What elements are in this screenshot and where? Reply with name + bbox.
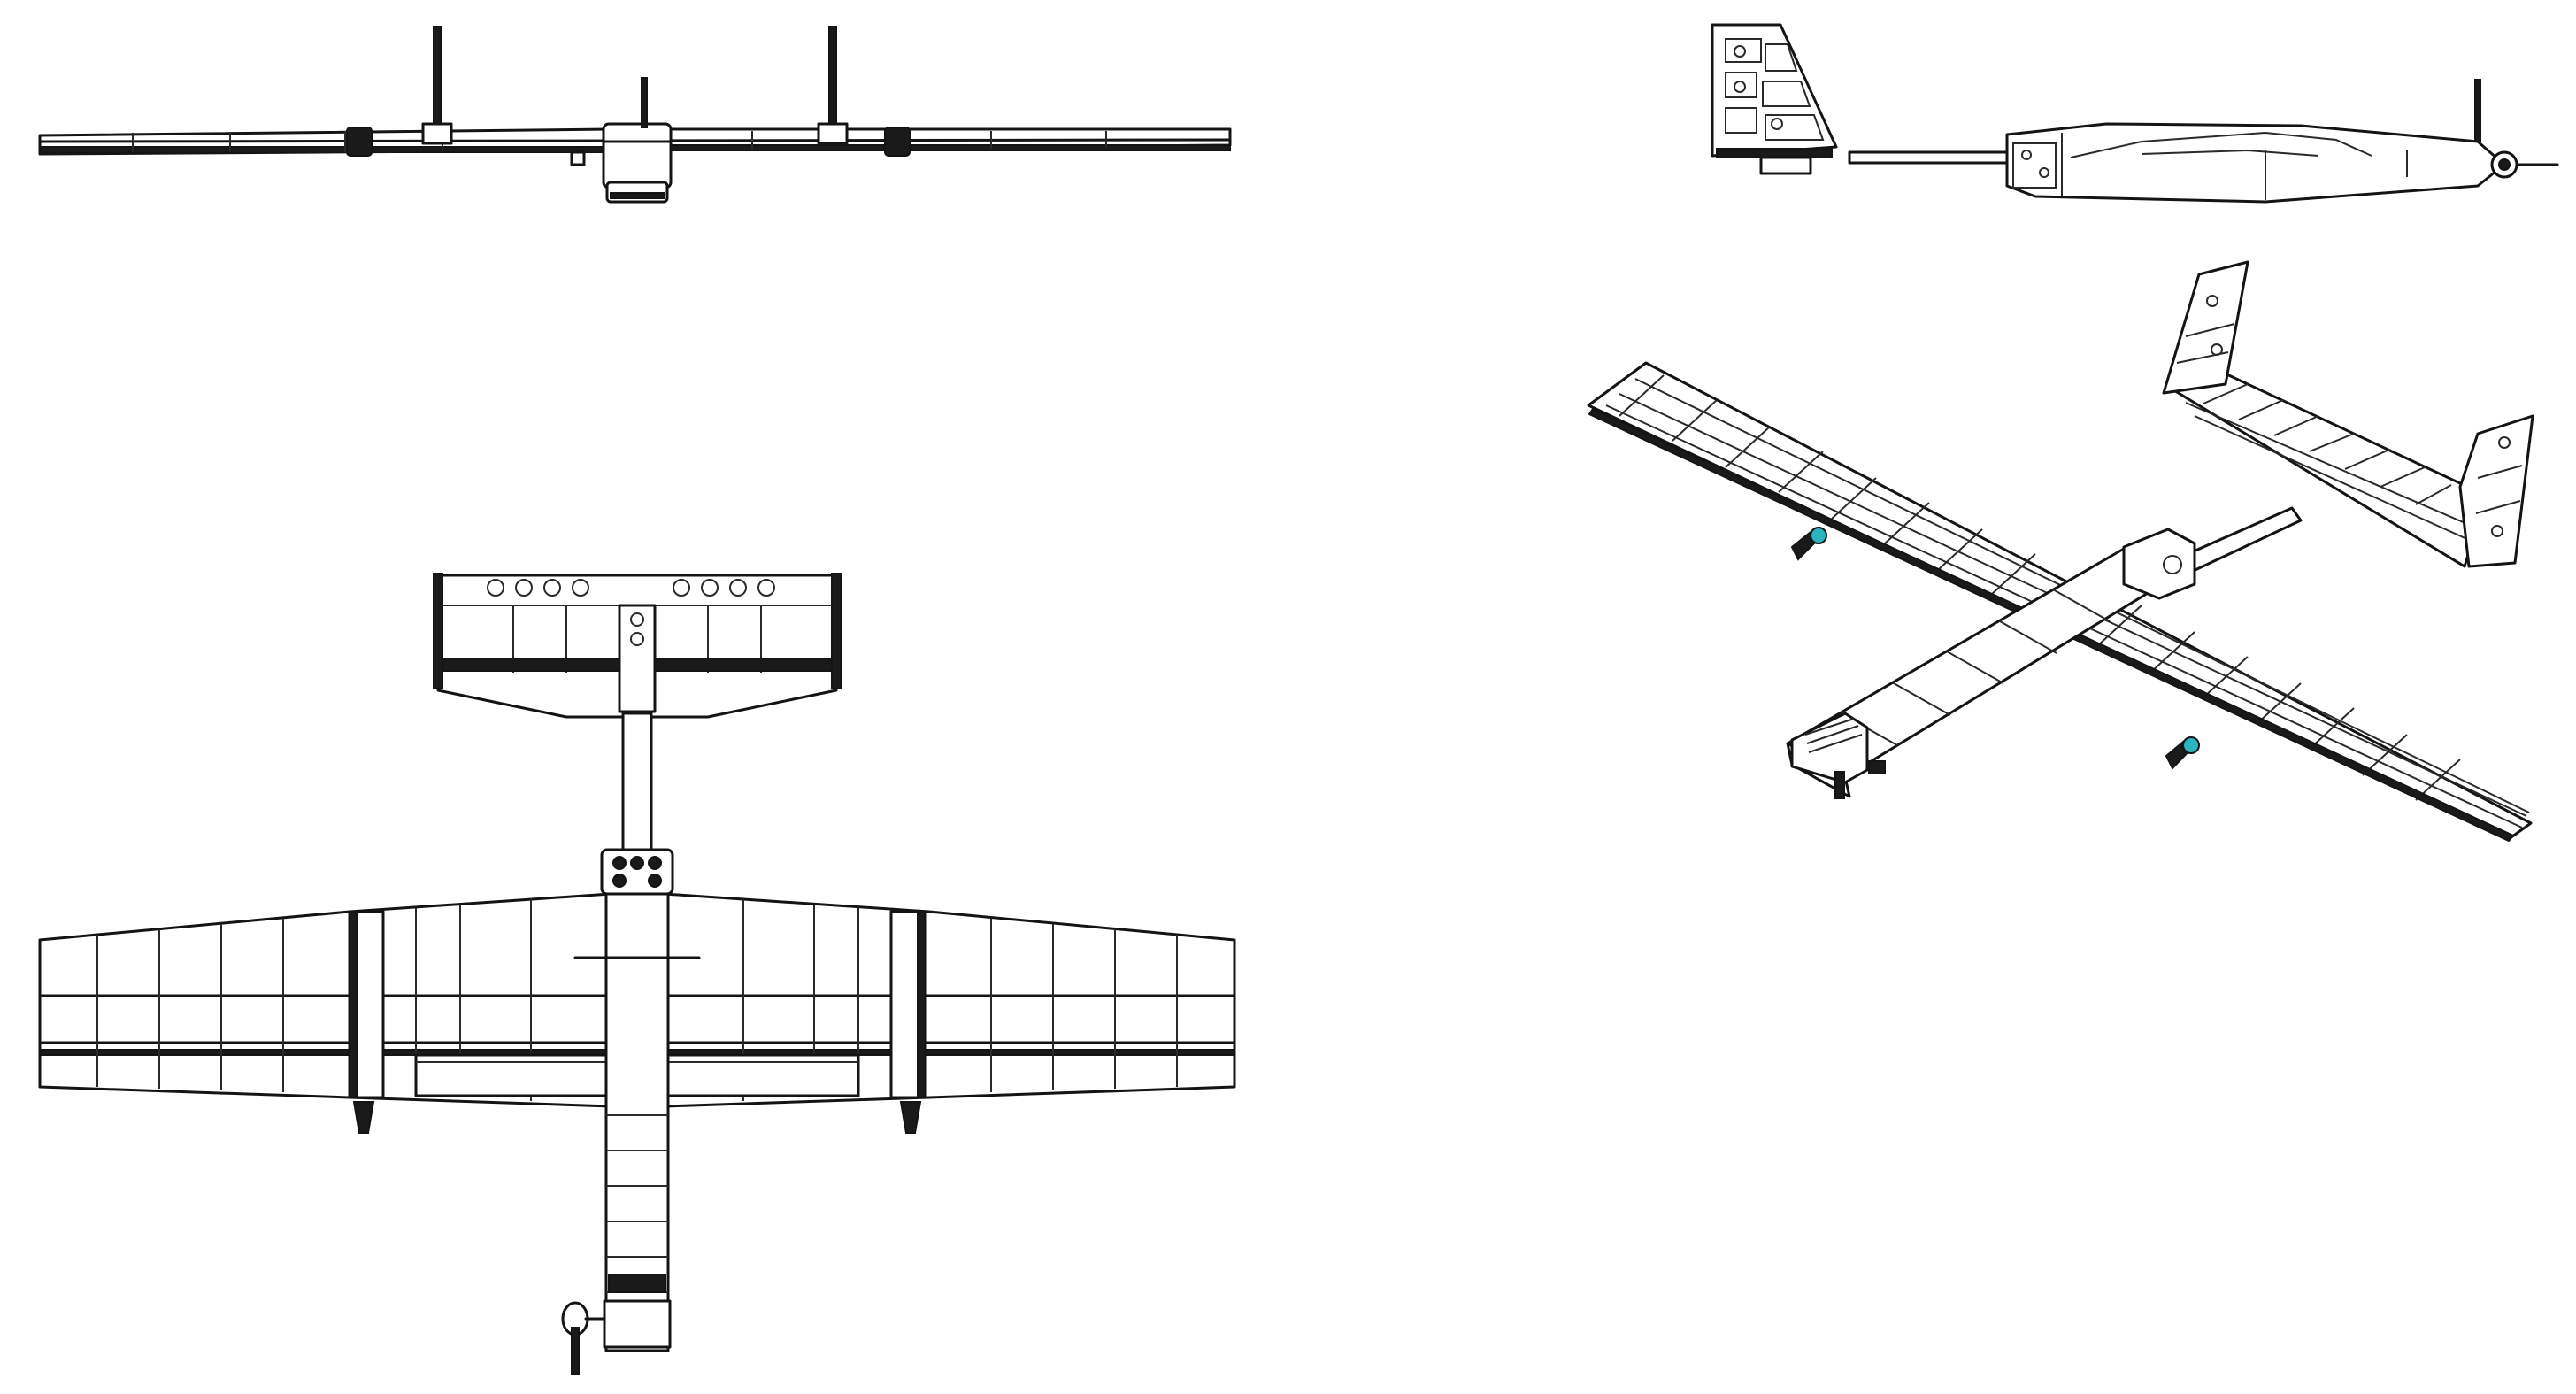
side-view xyxy=(1711,23,2559,204)
top-view xyxy=(38,573,1236,1375)
isometric-view xyxy=(1587,260,2534,843)
front-view xyxy=(38,26,1232,204)
